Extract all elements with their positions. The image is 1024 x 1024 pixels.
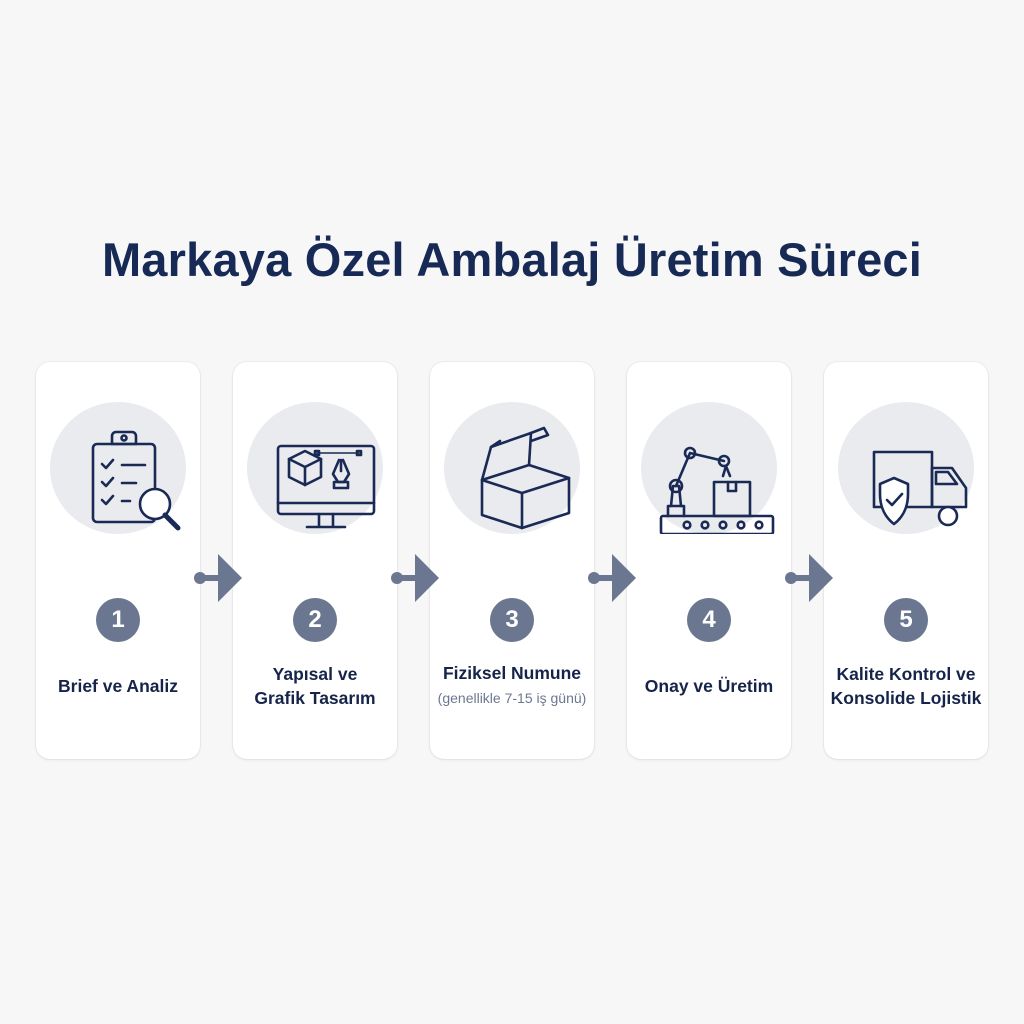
step-icon-background [838,402,974,534]
open-box-icon [480,426,571,530]
step-label-line-2: Konsolide Lojistik [830,688,982,708]
step-label-line-1: Kalite Kontrol ve [836,664,976,684]
step-number-badge: 1 [96,598,140,642]
clipboard-magnifier-icon [91,430,181,531]
step-card-3: 3 Fiziksel Numune (genellikle 7-15 iş gü… [430,362,594,759]
step-label-line-1: Yapısal ve [272,664,358,684]
step-card-4: 4 Onay ve Üretim [627,362,791,759]
step-number-badge: 2 [293,598,337,642]
step-label: Fiziksel Numune [442,663,582,683]
step-icon-background [247,402,383,534]
step-number-badge: 3 [490,598,534,642]
step-duration-note: (genellikle 7-15 iş günü) [437,690,587,706]
step-number-badge: 5 [884,598,928,642]
step-connector-arrow-icon [194,554,242,602]
step-label: Brief ve Analiz [58,676,178,696]
step-label: Onay ve Üretim [644,676,774,696]
step-card-1: 1 Brief ve Analiz [36,362,200,759]
robot-arm-conveyor-icon [659,446,775,534]
step-card-2: 2 Yapısal ve Grafik Tasarım [233,362,397,759]
step-number-badge: 4 [687,598,731,642]
step-icon-background [444,402,580,534]
monitor-design-icon [276,444,376,529]
step-connector-arrow-icon [588,554,636,602]
truck-shield-icon [872,450,968,527]
step-icon-background [641,402,777,534]
step-card-5: 5 Kalite Kontrol ve Konsolide Lojistik [824,362,988,759]
step-label-line-2: Grafik Tasarım [254,688,376,708]
step-connector-arrow-icon [785,554,833,602]
page-title: Markaya Özel Ambalaj Üretim Süreci [101,233,923,286]
step-icon-background [50,402,186,534]
step-connector-arrow-icon [391,554,439,602]
